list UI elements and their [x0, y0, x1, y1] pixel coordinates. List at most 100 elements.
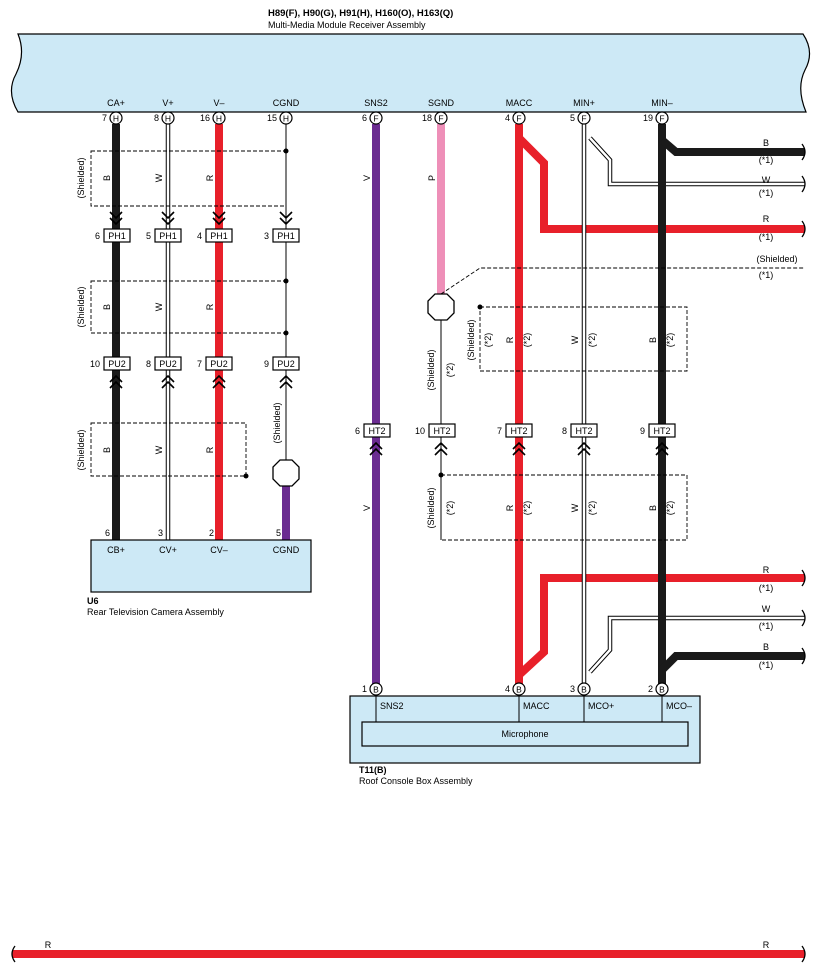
- note-1: (*1): [759, 583, 774, 593]
- svg-text:F: F: [373, 114, 378, 124]
- wire-color-r: R: [205, 446, 215, 453]
- svg-text:PH1: PH1: [108, 231, 126, 241]
- svg-text:B: B: [373, 685, 379, 695]
- note-1: (*1): [759, 232, 774, 242]
- svg-text:B: B: [581, 685, 587, 695]
- receiver-pin-labels: CA+ V+ V– CGND SNS2 SGND MACC MIN+ MIN–: [107, 98, 673, 108]
- wire-color-w: W: [762, 175, 771, 185]
- svg-text:PU2: PU2: [277, 359, 295, 369]
- shield-label: (Shielded): [76, 157, 86, 198]
- wire-color-r: R: [763, 565, 770, 575]
- microphone-label: Microphone: [501, 729, 548, 739]
- wire-color-r: R: [763, 940, 770, 950]
- svg-text:H: H: [113, 114, 119, 124]
- svg-text:CB+: CB+: [107, 545, 125, 555]
- svg-text:HT2: HT2: [653, 426, 670, 436]
- svg-text:PU2: PU2: [108, 359, 126, 369]
- svg-text:PU2: PU2: [210, 359, 228, 369]
- pin-label-v-minus: V–: [213, 98, 224, 108]
- svg-text:4: 4: [505, 113, 510, 123]
- wire-color-w: W: [570, 335, 580, 344]
- wire-macc-red: [515, 124, 805, 685]
- svg-text:5: 5: [146, 231, 151, 241]
- svg-text:SNS2: SNS2: [380, 701, 404, 711]
- wire-color-b: B: [648, 337, 658, 343]
- wire-color-p: P: [427, 175, 437, 181]
- svg-text:10: 10: [415, 426, 425, 436]
- wire-color-r: R: [205, 303, 215, 310]
- shield-junction-dots: [243, 148, 483, 479]
- svg-text:H: H: [165, 114, 171, 124]
- note-1: (*1): [759, 155, 774, 165]
- svg-text:15: 15: [267, 113, 277, 123]
- wire-color-w: W: [154, 173, 164, 182]
- svg-text:B: B: [659, 685, 665, 695]
- wire-color-b: B: [102, 447, 112, 453]
- camera-assembly: 6 3 2 5 CB+ CV+ CV– CGND U6 Rear Televis…: [87, 528, 312, 617]
- wire-color-w: W: [762, 604, 771, 614]
- note-2: (*2): [522, 333, 532, 348]
- svg-text:4: 4: [197, 231, 202, 241]
- svg-text:5: 5: [276, 528, 281, 538]
- wire-color-w: W: [154, 445, 164, 454]
- svg-text:6: 6: [355, 426, 360, 436]
- svg-text:1: 1: [362, 684, 367, 694]
- wire-end-breaks: [11, 143, 806, 963]
- pin-label-cgnd: CGND: [273, 98, 300, 108]
- ground-octagon-sgnd: [427, 293, 455, 321]
- shield-boxes: [90, 150, 805, 541]
- svg-text:PH1: PH1: [210, 231, 228, 241]
- svg-text:MCO–: MCO–: [666, 701, 692, 711]
- shield-label: (Shielded): [426, 487, 436, 528]
- svg-text:9: 9: [640, 426, 645, 436]
- note-1: (*1): [759, 660, 774, 670]
- svg-text:MCO+: MCO+: [588, 701, 614, 711]
- note-2: (*2): [665, 333, 675, 348]
- svg-text:16: 16: [200, 113, 210, 123]
- roof-console-assembly: SNS2 MACC MCO+ MCO– Microphone T11(B) Ro…: [349, 695, 701, 786]
- receiver-code: H89(F), H90(G), H91(H), H160(O), H163(Q): [268, 8, 453, 19]
- pin-label-min-plus: MIN+: [573, 98, 595, 108]
- wire-color-labels: B W R B W R B W R V V P R (*2) W (*2) B …: [45, 138, 774, 950]
- shield-label: (Shielded): [466, 319, 476, 360]
- svg-text:3: 3: [158, 528, 163, 538]
- pin-label-macc: MACC: [506, 98, 533, 108]
- note-1: (*1): [759, 188, 774, 198]
- svg-text:PU2: PU2: [159, 359, 177, 369]
- svg-text:7: 7: [102, 113, 107, 123]
- svg-text:F: F: [581, 114, 586, 124]
- wire-color-b: B: [763, 138, 769, 148]
- svg-text:2: 2: [648, 684, 653, 694]
- roof-name: Roof Console Box Assembly: [359, 776, 473, 786]
- svg-text:HT2: HT2: [368, 426, 385, 436]
- svg-text:6: 6: [105, 528, 110, 538]
- note-2: (*2): [587, 333, 597, 348]
- note-1: (*1): [759, 270, 774, 280]
- pin-label-ca-plus: CA+: [107, 98, 125, 108]
- svg-text:CGND: CGND: [273, 545, 300, 555]
- svg-text:HT2: HT2: [433, 426, 450, 436]
- svg-text:9: 9: [264, 359, 269, 369]
- wire-color-v: V: [362, 505, 372, 511]
- note-2: (*2): [445, 363, 455, 378]
- svg-text:2: 2: [209, 528, 214, 538]
- wire-color-r: R: [763, 214, 770, 224]
- wire-color-r: R: [505, 336, 515, 343]
- wire-color-w: W: [570, 503, 580, 512]
- note-1: (*1): [759, 621, 774, 631]
- roof-pins: B 1 B 4 B 3 B 2: [362, 682, 669, 696]
- wire-color-b: B: [763, 642, 769, 652]
- receiver-box: [10, 33, 811, 113]
- pin-label-sgnd: SGND: [428, 98, 455, 108]
- svg-text:CV–: CV–: [210, 545, 228, 555]
- svg-text:6: 6: [95, 231, 100, 241]
- shield-label: (Shielded): [76, 429, 86, 470]
- shield-label: (Shielded): [756, 254, 797, 264]
- ground-octagon-cgnd: [272, 459, 300, 487]
- wire-min-minus-black: [658, 124, 805, 685]
- wire-color-b: B: [102, 175, 112, 181]
- svg-text:CV+: CV+: [159, 545, 177, 555]
- svg-text:B: B: [516, 685, 522, 695]
- wire-color-r: R: [505, 504, 515, 511]
